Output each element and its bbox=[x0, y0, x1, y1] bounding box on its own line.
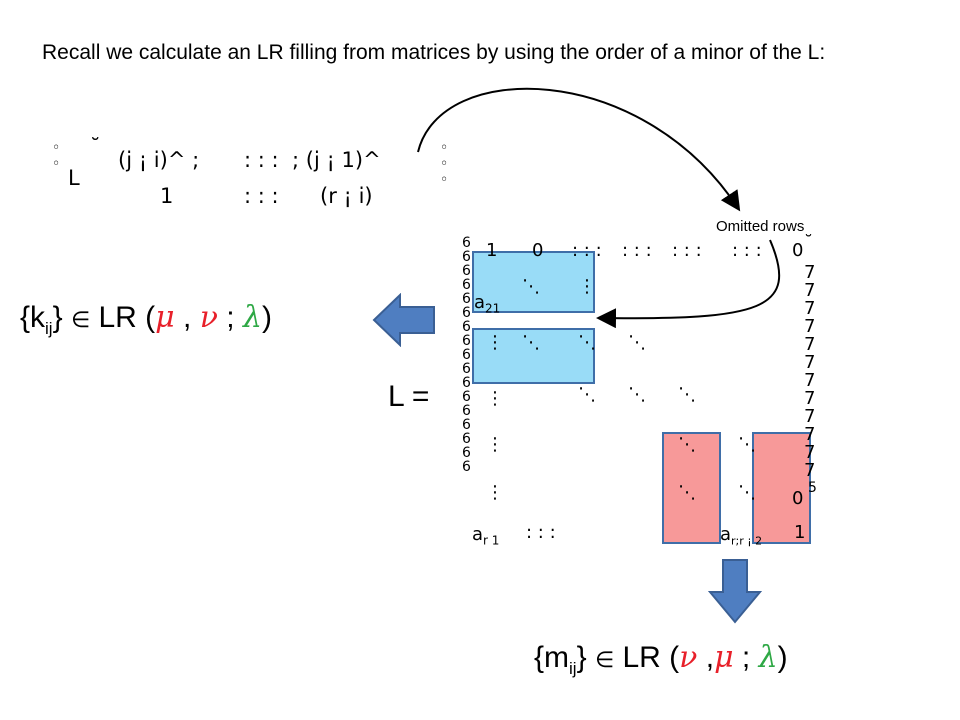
dots-vert-1: ⋮ bbox=[578, 276, 596, 297]
matrix-diag-one: 1 bbox=[794, 522, 806, 543]
intro-text: Recall we calculate an LR filling from m… bbox=[42, 41, 826, 64]
minor-right-mark-3: ◦ bbox=[440, 172, 449, 188]
dots-vert-3: ⋮ bbox=[486, 388, 504, 409]
dots-vert-5: ⋮ bbox=[486, 482, 504, 503]
mu-symbol: μ bbox=[155, 300, 175, 335]
dots-diag-3: ⋱ bbox=[578, 332, 596, 353]
dots-diag-2: ⋱ bbox=[522, 332, 540, 353]
dots-diag-9: ⋱ bbox=[738, 434, 756, 455]
matrix-diag-zero: 0 bbox=[792, 488, 804, 509]
red-block-right bbox=[752, 432, 811, 544]
down-block-arrow bbox=[708, 559, 762, 624]
matrix-entry-1: 1 bbox=[486, 240, 498, 261]
minor-corner-mark-2: ◦ bbox=[52, 156, 61, 172]
matrix-dots-a: : : : bbox=[572, 240, 602, 261]
blue-block-upper bbox=[472, 251, 595, 313]
dots-diag-4: ⋱ bbox=[628, 332, 646, 353]
left-block-arrow bbox=[372, 293, 435, 347]
nu-symbol-bottom: ν bbox=[679, 640, 698, 675]
matrix-arr: ar;r ¡ 2 bbox=[720, 524, 763, 548]
dots-diag-10: ⋱ bbox=[678, 482, 696, 503]
minor-row2-dots: : : : bbox=[244, 184, 279, 208]
k-lr-formula: {kij} ∈ LR (μ , ν ; λ) bbox=[20, 300, 272, 338]
matrix-a21: a21 bbox=[474, 292, 501, 316]
dots-diag-1: ⋱ bbox=[522, 276, 540, 297]
dots-diag-6: ⋱ bbox=[628, 384, 646, 405]
arrow-omitted-to-rows bbox=[596, 239, 781, 329]
matrix-bracket-top: ˘ bbox=[804, 232, 813, 253]
arrow-minor-to-omitted bbox=[417, 87, 741, 212]
blue-block-lower bbox=[472, 328, 595, 384]
minor-row2-b: (r ¡ i) bbox=[320, 184, 373, 208]
minor-breve: ˘ bbox=[90, 135, 101, 159]
omitted-rows-label: Omitted rows bbox=[716, 218, 805, 235]
matrix-dots-b: : : : bbox=[622, 240, 652, 261]
matrix-dots-c: : : : bbox=[672, 240, 702, 261]
matrix-entry-zero-right: 0 bbox=[792, 240, 804, 261]
matrix-ar1: ar 1 bbox=[472, 524, 500, 548]
matrix-entry-0: 0 bbox=[532, 240, 544, 261]
minor-l-symbol: L bbox=[68, 166, 80, 190]
minor-right-mark: ◦ bbox=[440, 140, 449, 156]
minor-row1-a: (j ¡ i)^ ; bbox=[118, 148, 200, 172]
dots-diag-5: ⋱ bbox=[578, 384, 596, 405]
matrix-ar1-dots: : : : bbox=[526, 522, 556, 543]
dots-vert-4: ⋮ bbox=[486, 434, 504, 455]
minor-right-mark-2: ◦ bbox=[440, 156, 449, 172]
nu-symbol: ν bbox=[199, 300, 218, 335]
lambda-symbol-bottom: λ bbox=[758, 640, 778, 675]
m-lr-formula: {mij} ∈ LR (ν ,μ ; λ) bbox=[534, 640, 788, 678]
red-block-left bbox=[662, 432, 721, 544]
minor-corner-mark: ◦ bbox=[52, 140, 61, 156]
dots-diag-7: ⋱ bbox=[678, 384, 696, 405]
minor-row1-b: ; (j ¡ 1)^ bbox=[292, 148, 381, 172]
dots-diag-8: ⋱ bbox=[678, 434, 696, 455]
minor-row2-a: 1 bbox=[160, 184, 174, 208]
lambda-symbol: λ bbox=[242, 300, 262, 335]
matrix-dots-d: : : : bbox=[732, 240, 762, 261]
mu-symbol-bottom: μ bbox=[714, 640, 734, 675]
matrix-bracket-bottom: 5 bbox=[808, 480, 817, 496]
minor-row1-dots: : : : bbox=[244, 148, 279, 172]
matrix-label: L = bbox=[388, 380, 430, 413]
dots-vert-2: ⋮ bbox=[486, 332, 504, 353]
dots-diag-11: ⋱ bbox=[738, 482, 756, 503]
